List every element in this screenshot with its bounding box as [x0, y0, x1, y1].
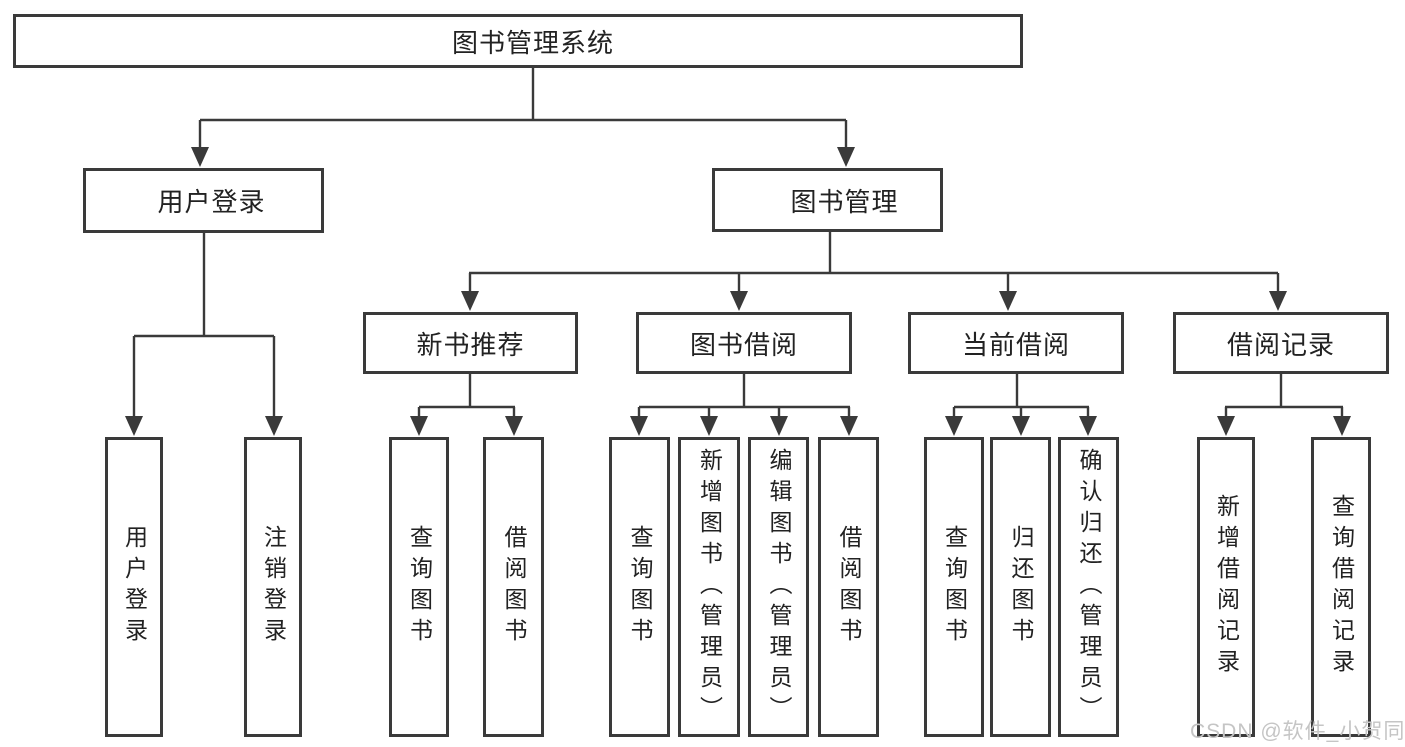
node-label: 当前借阅 — [961, 329, 1070, 360]
leaf-label: 借阅图书 — [836, 525, 862, 649]
leaf-logout: 注销登录 — [244, 437, 302, 737]
arrowheads — [125, 147, 1351, 436]
leaf-confirm-return-admin: 确认归还（管理员） — [1058, 437, 1119, 737]
node-label: 图书管理 — [790, 186, 899, 217]
leaf-label: 编辑图书（管理员） — [766, 447, 792, 727]
connector-lines — [132, 68, 1344, 417]
node-root-label: 图书管理系统 — [451, 27, 614, 58]
leaf-label: 新增借阅记录 — [1213, 494, 1240, 680]
node-label: 借阅记录 — [1226, 329, 1335, 360]
node-book-borrowing: 图书借阅 — [636, 312, 852, 374]
leaf-label: 查询图书 — [941, 525, 968, 649]
leaf-label: 用户登录 — [121, 525, 148, 649]
node-label: 新书推荐 — [416, 329, 525, 360]
leaf-borrow-books-recommend: 借阅图书 — [483, 437, 544, 737]
node-label: 用户登录 — [157, 187, 266, 217]
leaf-borrow-books-borrowing: 借阅图书 — [818, 437, 879, 737]
leaf-label: 确认归还（管理员） — [1076, 447, 1102, 727]
leaf-query-books-recommend: 查询图书 — [389, 437, 449, 737]
leaf-label: 借阅图书 — [501, 525, 527, 649]
node-current-borrowing: 当前借阅 — [908, 312, 1124, 374]
node-user-login: 用户登录 — [83, 168, 324, 233]
node-new-book-recommendation: 新书推荐 — [363, 312, 578, 374]
leaf-user-login: 用户登录 — [105, 437, 163, 737]
leaf-query-books-borrowing: 查询图书 — [609, 437, 670, 737]
leaf-label: 新增图书（管理员） — [696, 447, 723, 727]
leaf-return-books: 归还图书 — [990, 437, 1051, 737]
node-root-system: 图书管理系统 — [13, 14, 1023, 68]
leaf-label: 注销登录 — [260, 525, 287, 649]
watermark-text: CSDN @软件_小贺同学 — [1190, 720, 1405, 743]
leaf-query-borrow-record: 查询借阅记录 — [1311, 437, 1371, 737]
leaf-query-books-current: 查询图书 — [924, 437, 984, 737]
node-label: 图书借阅 — [689, 329, 798, 360]
leaf-label: 查询图书 — [627, 525, 653, 649]
leaf-label: 查询借阅记录 — [1328, 494, 1355, 680]
leaf-label: 查询图书 — [406, 525, 433, 649]
node-borrowing-records: 借阅记录 — [1173, 312, 1389, 374]
leaf-edit-books-admin: 编辑图书（管理员） — [748, 437, 809, 737]
leaf-add-borrow-record: 新增借阅记录 — [1197, 437, 1255, 737]
node-book-management: 图书管理 — [712, 168, 943, 232]
leaf-add-books-admin: 新增图书（管理员） — [678, 437, 740, 737]
leaf-label: 归还图书 — [1008, 525, 1034, 649]
